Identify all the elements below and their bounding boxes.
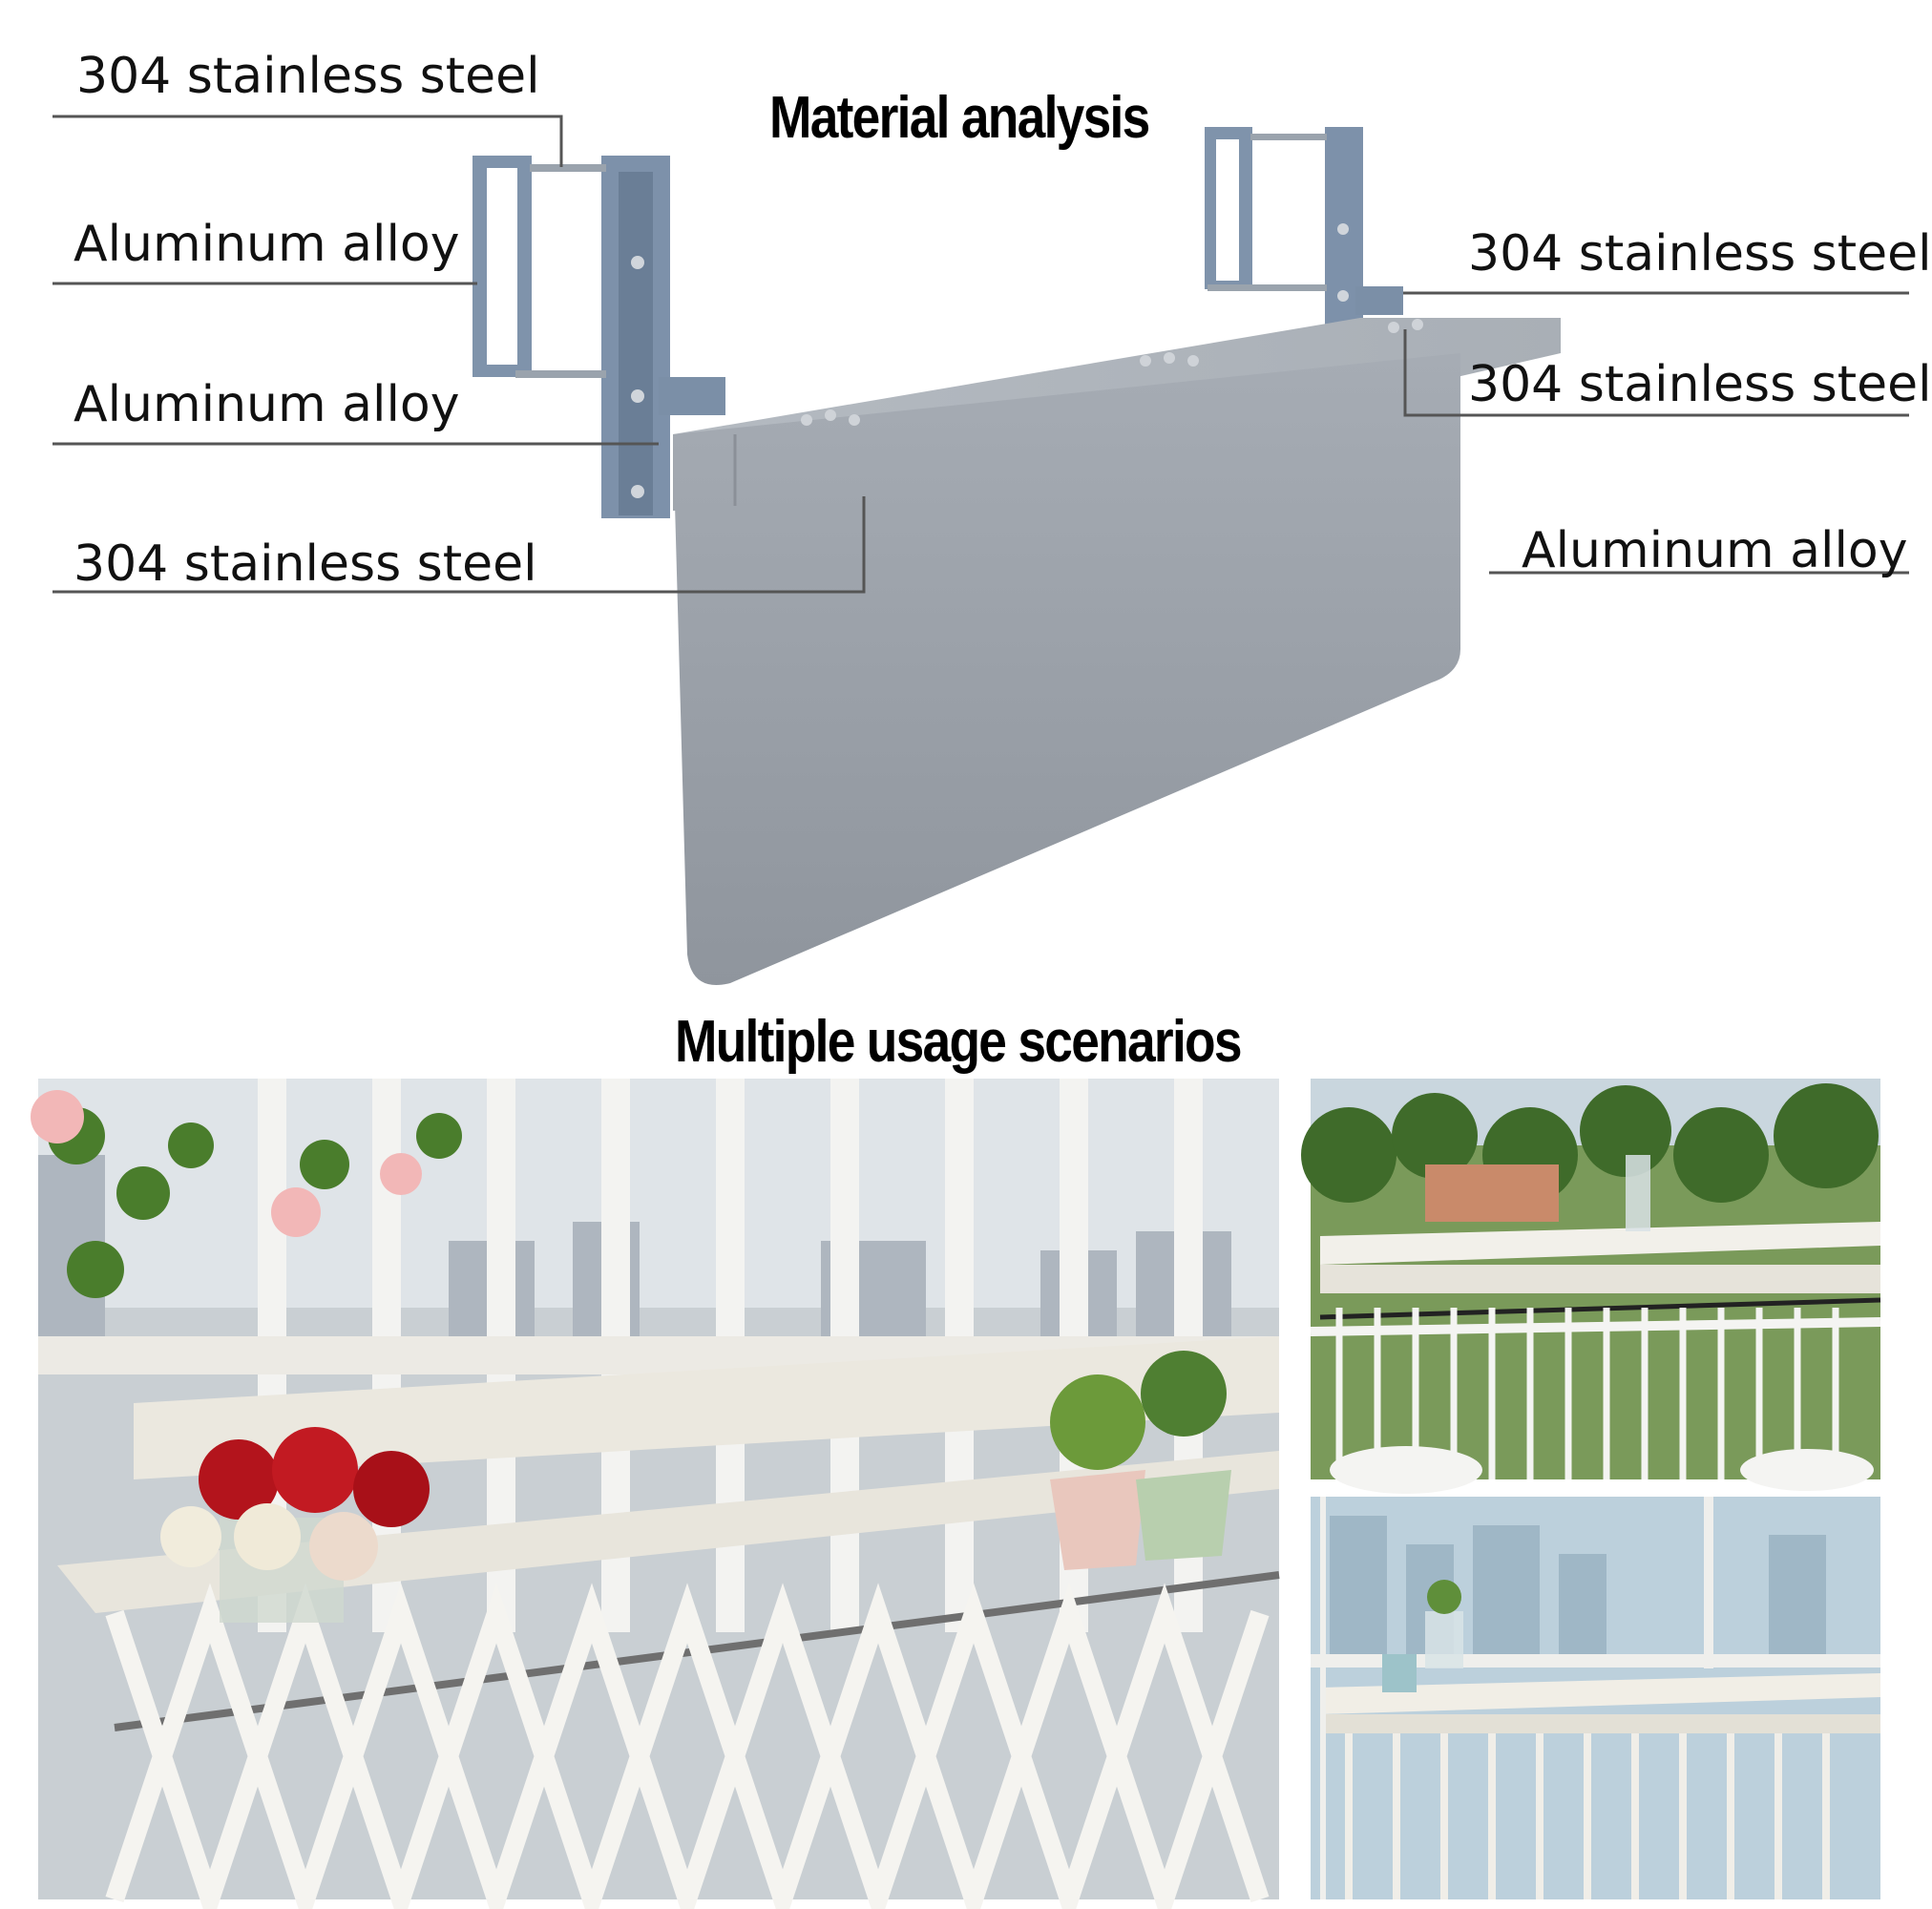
table-panel (673, 353, 1460, 985)
scenario-photo-palm-view (1301, 1079, 1881, 1494)
label-right-2: 304 stainless steel (1468, 356, 1932, 413)
material-analysis-heading: Material analysis (769, 85, 1150, 151)
label-left-4: 304 stainless steel (74, 535, 537, 593)
label-right-1: 304 stainless steel (1468, 225, 1932, 283)
left-bracket (472, 156, 725, 518)
scenario-photo-city-window (1311, 1497, 1880, 1899)
label-right-3: Aluminum alloy (1522, 522, 1908, 579)
label-left-3: Aluminum alloy (74, 376, 460, 433)
label-left-1: 304 stainless steel (76, 48, 540, 105)
product-diagram (52, 115, 1909, 985)
right-bracket (1205, 127, 1403, 337)
label-left-2: Aluminum alloy (74, 216, 460, 273)
top-bolts (801, 319, 1423, 426)
usage-scenarios-heading: Multiple usage scenarios (675, 1009, 1243, 1075)
scenario-photo-balcony-flowers (31, 1079, 1280, 1909)
leader-lines (52, 115, 1909, 594)
